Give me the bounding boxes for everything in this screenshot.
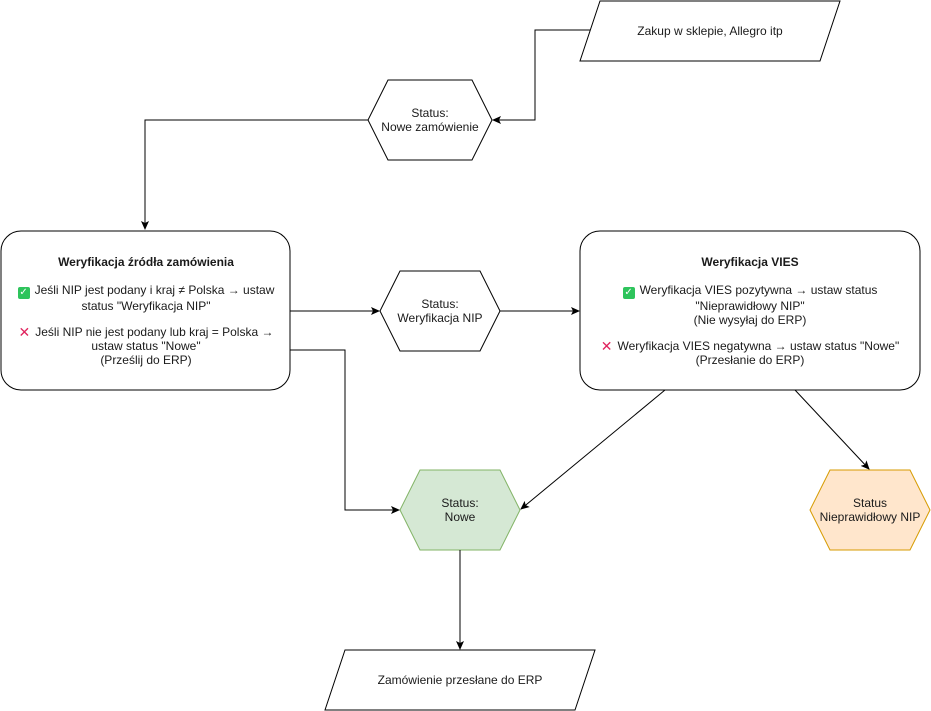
purchase-text: Zakup w sklepie, Allegro itp: [637, 24, 783, 38]
source-rule-no-line2: ustaw status "Nowe": [91, 339, 201, 353]
purchase-label: Zakup w sklepie, Allegro itp: [600, 1, 820, 61]
vies-rule-yes-line2: "Nieprawidłowy NIP": [695, 299, 805, 313]
vies-verification-box: [579, 230, 921, 391]
vies-rule-no-text1: Weryfikacja VIES negatywna → ustaw statu…: [617, 339, 900, 353]
source-verification-content: Weryfikacja źródła zamówienia ✓ Jeśli NIP…: [6, 255, 286, 367]
status-invalid-nip-line2: Nieprawidłowy NIP: [819, 510, 921, 524]
source-verification-title: Weryfikacja źródła zamówienia: [58, 255, 234, 269]
check-icon: ✓: [622, 287, 635, 299]
check-icon: ✓: [17, 287, 30, 299]
status-new-label: Status: Nowe: [400, 470, 520, 550]
vies-verification-title: Weryfikacja VIES: [701, 255, 799, 269]
status-nip-verification-hexagon: [379, 270, 501, 352]
status-nip-verification-line1: Status:: [421, 297, 459, 311]
cross-icon: ✕: [600, 338, 613, 354]
connector-purchase-to-new-order: [492, 29, 590, 124]
sent-to-erp-parallelogram: [324, 649, 596, 711]
cross-icon: ✕: [18, 324, 31, 340]
vies-rule-no-line2: (Przesłanie do ERP): [695, 353, 805, 367]
connector-vies-to-status-new: [520, 389, 666, 510]
vies-verification-content: Weryfikacja VIES ✓ Weryfikacja VIES pozyt…: [585, 255, 915, 367]
status-new-order-line1: Status:: [411, 106, 449, 120]
connector-source-to-status-new: [290, 349, 400, 514]
status-nip-verification-line2: Weryfikacja NIP: [397, 311, 483, 325]
status-invalid-nip-label: Status Nieprawidłowy NIP: [810, 470, 930, 550]
vies-rule-yes-line3: (Nie wysyłaj do ERP): [693, 313, 807, 327]
vies-rule-yes-text1: Weryfikacja VIES pozytywna → ustaw statu…: [639, 283, 878, 297]
source-rule-yes-line1: ✓ Jeśli NIP jest podany i kraj ≠ Polska →…: [6, 283, 286, 299]
vies-rule-yes-line1: ✓ Weryfikacja VIES pozytywna → ustaw stat…: [585, 283, 915, 299]
source-rule-yes-line2: status "Weryfikacja NIP": [81, 299, 211, 313]
source-rule-yes-text1: Jeśli NIP jest podany i kraj ≠ Polska → …: [34, 283, 275, 297]
status-new-order-label: Status: Nowe zamówienie: [368, 80, 492, 160]
vies-rule-no-line1: ✕ Weryfikacja VIES negatywna → ustaw stat…: [585, 339, 915, 353]
source-rule-no-line3: (Prześlij do ERP): [100, 353, 192, 367]
sent-to-erp-label: Zamówienie przesłane do ERP: [345, 650, 575, 710]
status-new-line2: Nowe: [444, 510, 476, 524]
source-rule-no-text1: Jeśli NIP nie jest podany lub kraj = Pol…: [35, 325, 274, 339]
status-new-hexagon: [399, 469, 521, 551]
status-invalid-nip-line1: Status: [852, 496, 888, 510]
status-invalid-nip-hexagon: [809, 469, 931, 551]
status-nip-verification-label: Status: Weryfikacja NIP: [380, 271, 500, 351]
purchase-parallelogram: [579, 0, 841, 62]
connector-vies-to-invalid-nip: [794, 389, 870, 470]
source-rule-no-line1: ✕ Jeśli NIP nie jest podany lub kraj = Po…: [6, 325, 286, 339]
sent-to-erp-text: Zamówienie przesłane do ERP: [377, 673, 543, 687]
status-new-line1: Status:: [441, 496, 479, 510]
connector-new-order-to-source-verification: [141, 119, 368, 230]
status-new-order-line2: Nowe zamówienie: [381, 120, 479, 134]
